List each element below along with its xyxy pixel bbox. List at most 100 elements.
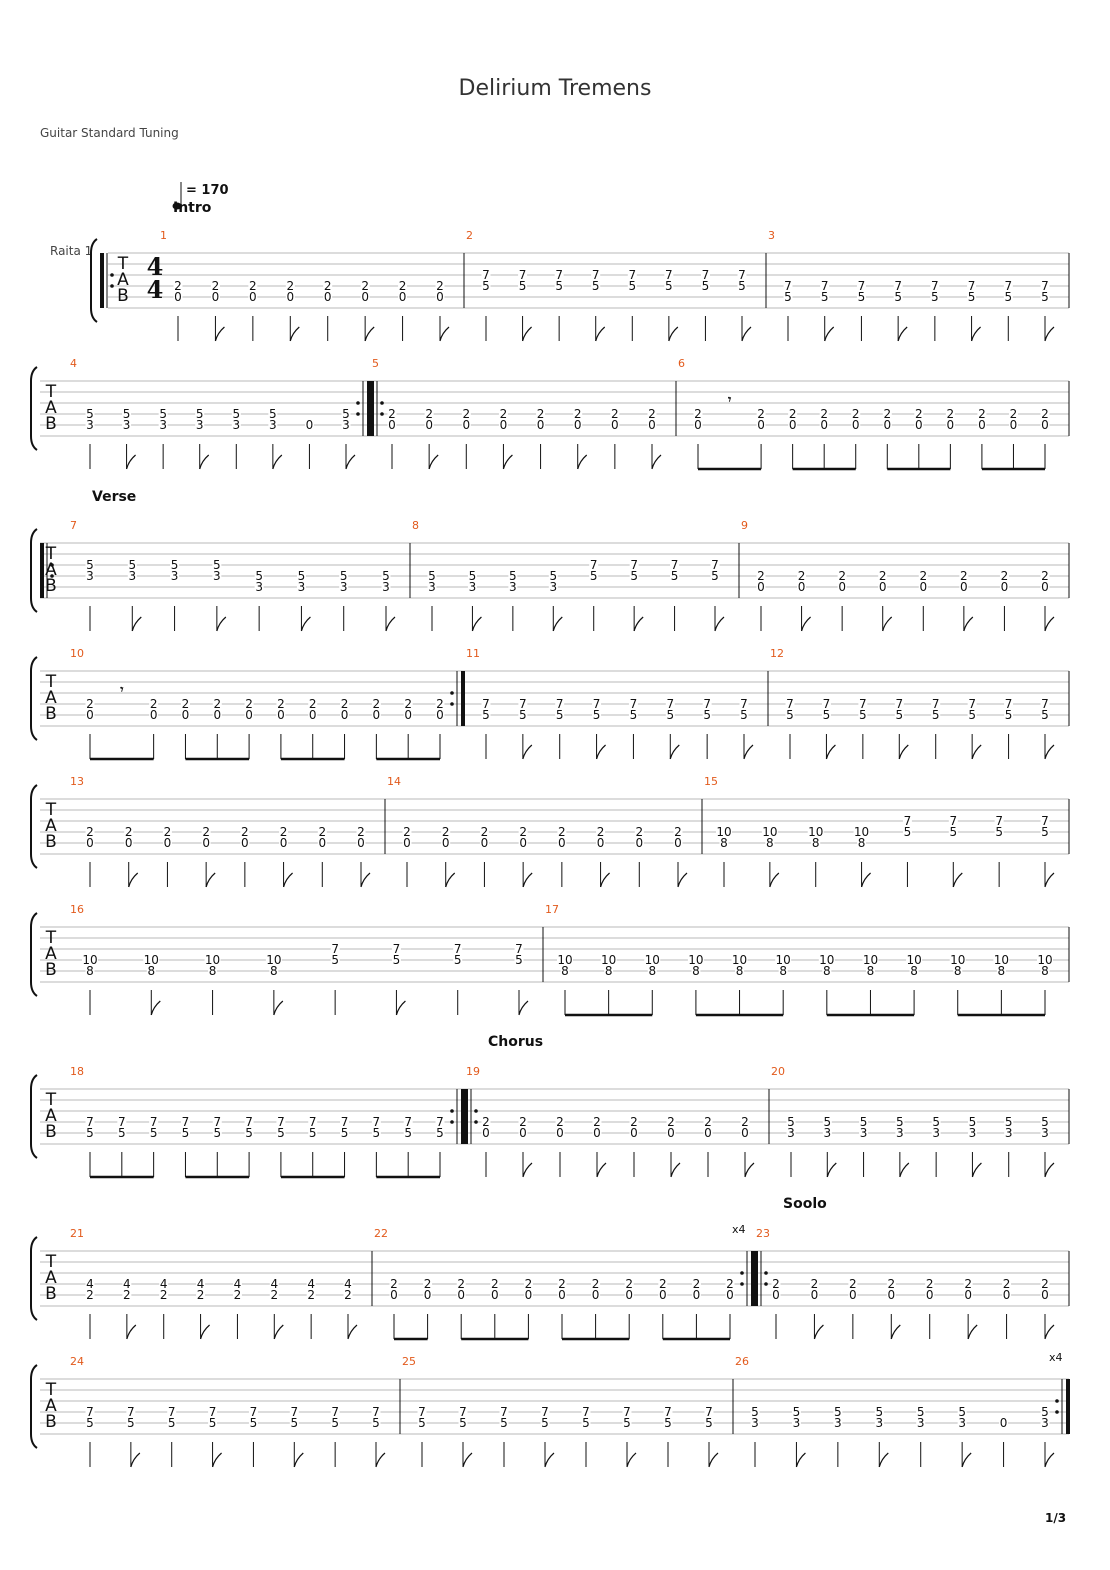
fret-mask <box>581 1407 591 1417</box>
fret-number: 2 <box>404 697 412 711</box>
fret-number: 5 <box>519 279 527 293</box>
fret-number: 3 <box>128 569 136 583</box>
fret-number: 7 <box>968 279 976 293</box>
fret-number: 5 <box>895 708 903 722</box>
repeat-dot <box>110 273 114 277</box>
fret-mask <box>1008 420 1018 430</box>
fret-number: 8 <box>270 964 278 978</box>
fret-number: 7 <box>519 697 527 711</box>
fret-mask <box>371 1407 381 1417</box>
fret-mask <box>878 571 888 581</box>
fret-mask <box>341 409 351 419</box>
fret-number: 0 <box>704 1126 712 1140</box>
fret-number: 0 <box>182 708 190 722</box>
fret-number: 2 <box>241 825 249 839</box>
fret-mask <box>592 1128 602 1138</box>
fret-number: 0 <box>849 1288 857 1302</box>
fret-number: 10 <box>732 953 747 967</box>
fret-mask <box>591 270 601 280</box>
fret-number: 0 <box>277 708 285 722</box>
fret-mask <box>276 710 286 720</box>
fret-mask <box>822 1117 832 1127</box>
fret-mask <box>387 409 397 419</box>
measure-number: 20 <box>771 1065 785 1078</box>
fret-mask <box>254 582 264 592</box>
fret-mask <box>279 838 289 848</box>
fret-mask <box>490 1279 500 1289</box>
fret-number: 0 <box>883 418 891 432</box>
fret-mask <box>1003 292 1013 302</box>
fret-number: 5 <box>331 953 339 967</box>
eighth-flag <box>595 326 606 342</box>
fret-mask <box>771 1290 781 1300</box>
fret-mask <box>490 1290 500 1300</box>
fret-mask <box>700 270 710 280</box>
fret-number: 2 <box>519 1115 527 1129</box>
fret-mask <box>914 420 924 430</box>
fret-number: 2 <box>883 407 891 421</box>
repeat-dot <box>1055 1399 1059 1403</box>
fret-mask <box>756 571 766 581</box>
fret-number: 3 <box>298 580 306 594</box>
fret-mask <box>122 409 132 419</box>
fret-number: 5 <box>118 1126 126 1140</box>
fret-number: 0 <box>462 418 470 432</box>
fret-mask <box>581 1418 591 1428</box>
fret-mask <box>424 420 434 430</box>
fret-mask <box>821 710 831 720</box>
fret-number: 2 <box>978 407 986 421</box>
fret-mask <box>162 827 172 837</box>
fret-mask <box>949 955 966 965</box>
eighth-flag <box>595 744 606 760</box>
fret-mask <box>458 1418 468 1428</box>
fret-number: 8 <box>86 964 94 978</box>
fret-number: 7 <box>213 1115 221 1129</box>
fret-mask <box>914 409 924 419</box>
fret-mask <box>212 571 222 581</box>
fret-number: 2 <box>964 1277 972 1291</box>
fret-mask <box>296 571 306 581</box>
fret-mask <box>945 409 955 419</box>
fret-mask <box>296 582 306 592</box>
fret-number: 2 <box>630 1115 638 1129</box>
fret-number: 8 <box>858 836 866 850</box>
repeat-dot <box>450 1120 454 1124</box>
fret-number: 8 <box>867 964 875 978</box>
repeat-dot <box>356 401 360 405</box>
fret-number: 2 <box>150 697 158 711</box>
fret-mask <box>999 582 1009 592</box>
fret-number: 0 <box>593 1126 601 1140</box>
fret-mask <box>518 281 528 291</box>
fret-number: 8 <box>720 836 728 850</box>
fret-number: 2 <box>307 1288 315 1302</box>
fret-mask <box>306 1279 316 1289</box>
fret-number: 2 <box>1001 569 1009 583</box>
fret-mask <box>622 1407 632 1417</box>
fret-number: 5 <box>1041 290 1049 304</box>
fret-mask <box>265 955 282 965</box>
fret-number: 0 <box>249 290 257 304</box>
fret-mask <box>389 1290 399 1300</box>
fret-mask <box>167 1418 177 1428</box>
tab-clef-letter: T <box>45 1380 57 1400</box>
fret-number: 0 <box>306 418 314 432</box>
fret-number: 7 <box>373 1115 381 1129</box>
fret-number: 0 <box>798 580 806 594</box>
measure-number: 25 <box>402 1355 416 1368</box>
fret-mask <box>967 281 977 291</box>
measure-number: 15 <box>704 775 718 788</box>
fret-mask <box>481 1117 491 1127</box>
fret-number: 5 <box>793 1405 801 1419</box>
fret-mask <box>453 955 463 965</box>
fret-mask <box>740 1128 750 1138</box>
fret-mask <box>149 1128 159 1138</box>
tab-system: TAB1020𝄾20202020202020202020117575757575… <box>30 647 1070 761</box>
fret-number: 3 <box>428 580 436 594</box>
fret-number: 5 <box>671 569 679 583</box>
tempo-marking: = 170 <box>172 182 229 210</box>
fret-mask <box>658 1290 668 1300</box>
fret-mask <box>862 955 879 965</box>
fret-number: 7 <box>519 268 527 282</box>
measure-number: 24 <box>70 1355 84 1368</box>
fret-number: 2 <box>625 1277 633 1291</box>
